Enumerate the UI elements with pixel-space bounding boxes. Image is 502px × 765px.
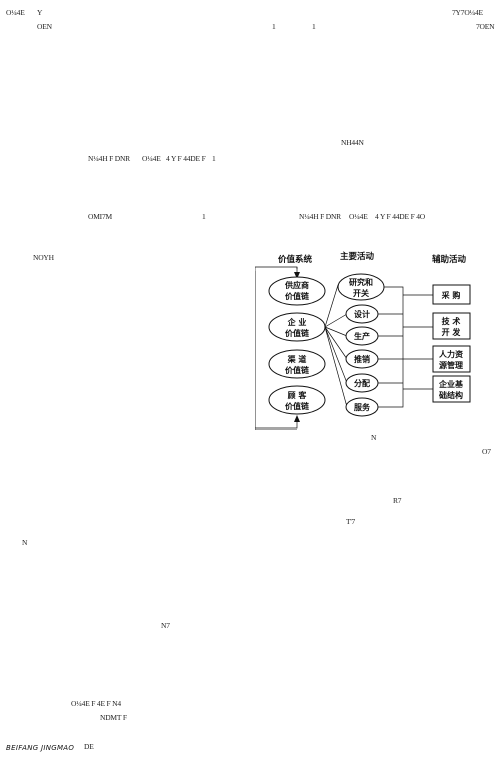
- header-support-activities: 辅助活动: [432, 254, 467, 265]
- up-arrow-icon: [294, 415, 300, 422]
- svg-text:研究和: 研究和: [349, 277, 373, 287]
- svg-text:价值链: 价值链: [285, 291, 310, 301]
- primary-production: 生产: [345, 326, 379, 346]
- svg-text:价值链: 价值链: [285, 365, 310, 375]
- text-fragment: 1: [312, 22, 316, 31]
- svg-text:础结构: 础结构: [439, 390, 463, 400]
- svg-text:开 发: 开 发: [442, 327, 462, 337]
- svg-text:企 业: 企 业: [287, 317, 307, 327]
- text-fragment: 1: [202, 212, 206, 221]
- loop-bottom-line: [255, 421, 298, 429]
- svg-text:采 购: 采 购: [441, 290, 461, 300]
- text-fragment: N7: [161, 621, 170, 630]
- value-system-customer: 顾 客 价值链: [268, 385, 326, 415]
- svg-text:设计: 设计: [354, 309, 370, 319]
- header-primary-activities: 主要活动: [340, 251, 375, 262]
- text-fragment: 7OEN: [476, 22, 495, 31]
- text-fragment: 7Y7O¼4E: [452, 8, 483, 17]
- text-fragment: 1: [272, 22, 276, 31]
- text-fragment: O¼4E: [6, 8, 25, 17]
- svg-text:顾 客: 顾 客: [288, 390, 308, 400]
- support-infrastructure: 企业基 础结构: [432, 375, 471, 403]
- svg-text:价值链: 价值链: [285, 401, 310, 411]
- svg-text:企业基: 企业基: [438, 379, 464, 389]
- svg-text:渠 道: 渠 道: [287, 354, 307, 364]
- svg-text:开关: 开关: [353, 288, 369, 298]
- text-fragment: N: [371, 433, 377, 442]
- support-hr-management: 人力资 源管理: [432, 345, 471, 373]
- text-fragment: N¼4H F DNR: [299, 212, 341, 221]
- text-fragment: O¼4E: [142, 154, 161, 163]
- value-chain-diagram: 价值系统 主要活动 辅助活动 供应商 价值链 企 业 价值链 渠 道 价值链 顾…: [255, 247, 502, 430]
- footer-journal-name: BEIFANG JINGMAO: [6, 744, 75, 752]
- value-system-supplier: 供应商 价值链: [268, 276, 326, 306]
- text-fragment: OEN: [37, 22, 52, 31]
- text-fragment: N: [22, 538, 28, 547]
- text-fragment: 4 Y F 44DE F: [166, 154, 206, 163]
- text-fragment: NDMT F: [100, 713, 127, 722]
- text-fragment: O¼4E: [349, 212, 368, 221]
- value-system-enterprise: 企 业 价值链: [268, 312, 326, 342]
- text-fragment: 1: [212, 154, 216, 163]
- fan-connectors: [324, 284, 348, 408]
- svg-text:源管理: 源管理: [439, 360, 463, 370]
- support-procurement: 采 购: [432, 284, 471, 305]
- text-fragment: OMI7M: [88, 212, 113, 221]
- text-fragment: N¼4H F DNR: [88, 154, 130, 163]
- down-arrow-icon: [294, 272, 300, 279]
- text-fragment: 4 Y F 44DE F 4O: [375, 212, 425, 221]
- text-fragment: Y: [37, 8, 43, 17]
- svg-text:供应商: 供应商: [284, 280, 309, 290]
- header-value-system: 价值系统: [278, 254, 313, 265]
- loop-top-line: [255, 266, 298, 428]
- svg-text:分配: 分配: [354, 378, 370, 388]
- primary-distribution: 分配: [345, 373, 379, 393]
- svg-text:生产: 生产: [354, 331, 370, 341]
- svg-text:服务: 服务: [354, 402, 371, 412]
- primary-marketing: 推销: [345, 349, 379, 369]
- text-fragment: DE: [84, 742, 94, 751]
- text-fragment: R7: [393, 496, 402, 505]
- svg-text:推销: 推销: [354, 354, 370, 364]
- bracket-connectors: [378, 286, 433, 408]
- primary-service: 服务: [345, 397, 379, 417]
- svg-text:价值链: 价值链: [285, 328, 310, 338]
- value-system-channel: 渠 道 价值链: [268, 349, 326, 379]
- svg-text:人力资: 人力资: [439, 349, 463, 359]
- text-fragment: T'7: [346, 517, 356, 526]
- svg-text:技 术: 技 术: [442, 316, 461, 326]
- primary-design: 设计: [345, 304, 379, 324]
- primary-research: 研究和 开关: [337, 273, 385, 301]
- support-tech-development: 技 术 开 发: [432, 312, 471, 340]
- text-fragment: NOYH: [33, 253, 54, 262]
- text-fragment: O¼4E F 4E F N4: [71, 699, 121, 708]
- text-fragment: NH44N: [341, 138, 364, 147]
- text-fragment: O7: [482, 447, 491, 456]
